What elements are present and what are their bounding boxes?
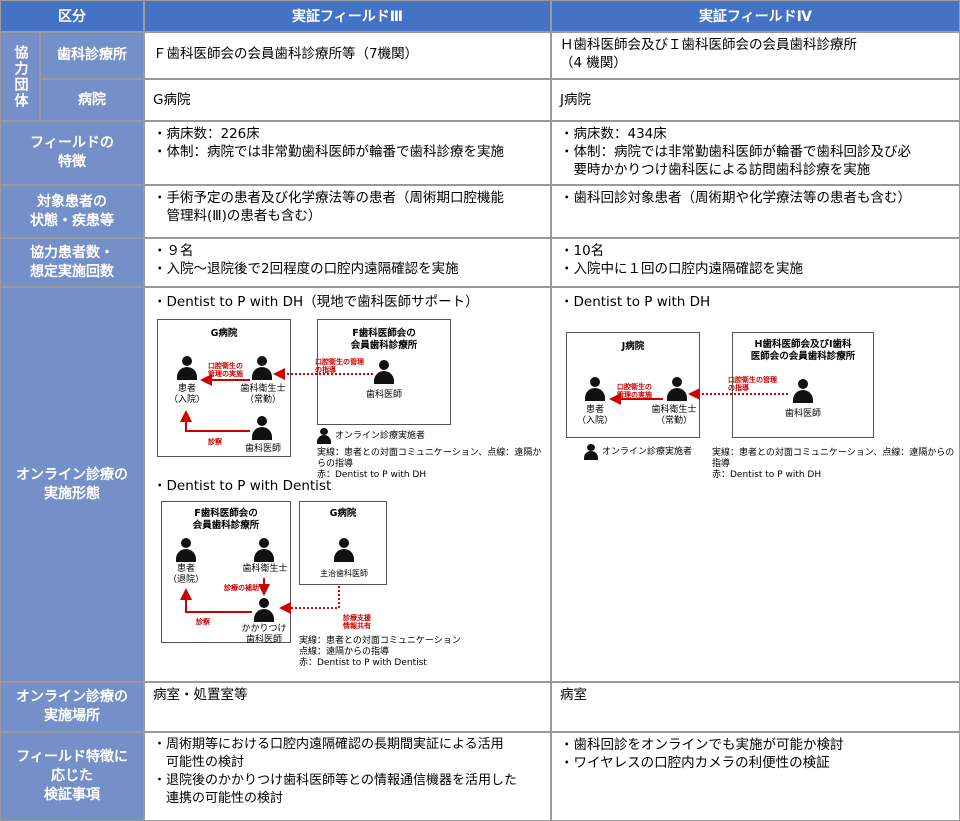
diagram2-arrow-assist-label: 診療の補助 — [224, 584, 259, 592]
diagram2-assoc-title: F歯科医師会の 会員歯科診療所 — [192, 508, 260, 531]
row-label-place: オンライン診療の 実施場所 — [1, 683, 143, 731]
diagram3-arrow-practice-label: 口腔衛生の 管理の実施 — [617, 383, 652, 399]
group-label-partners: 協力団体 — [1, 33, 39, 120]
diagram1-legend-person-icon — [317, 428, 331, 444]
diagram3-legend-person: オンライン診療実施者 — [602, 447, 693, 457]
cell-counts-f4: ・10名 ・入院中に１回の口腔内遠隔確認を実施 — [552, 239, 959, 286]
diagram3-arrows-outer — [688, 388, 788, 400]
diagram3-legend-lines: 実線：患者との対面コミュニケーション、点線：遠隔からの指導 赤：Dentist … — [712, 448, 955, 480]
diagram2-hospital-box: G病院 主治歯科医師 — [299, 501, 387, 585]
cell-features-f3: ・病床数：226床 ・体制：病院では非常勤歯科医師が輪番で歯科診療を実施 — [145, 122, 550, 184]
diagram1-arrow-practice-label: 口腔衛生の 管理の実施 — [208, 362, 243, 378]
diagram2-main-dentist-icon — [334, 538, 354, 562]
cell-online-form-f3: ・Dentist to P with DH（現地で歯科医師サポート） G病院 患… — [145, 288, 550, 681]
diagram3-remote-dentist-icon — [793, 379, 813, 403]
diagram3-patient-icon — [585, 377, 605, 401]
cell-dental-clinic-f3: Ｆ歯科医師会の会員歯科診療所等（7機関） — [145, 33, 550, 78]
cell-hospital-f3: G病院 — [145, 80, 550, 120]
diagram1-patient-icon — [177, 356, 197, 380]
diagram3-hygienist-icon — [667, 377, 687, 401]
diagram1-patient-label: 患者 （入院） — [168, 384, 205, 405]
diagram2-family-dentist-icon — [254, 598, 274, 622]
cell-place-f3: 病室・処置室等 — [145, 683, 550, 731]
diagram3-legend-person-icon — [584, 444, 598, 460]
diagram1-arrows-inner — [180, 374, 250, 432]
diagram2-assoc-box: F歯科医師会の 会員歯科診療所 患者 （退院） 歯科衛生士 かかりつけ 歯科医師… — [161, 501, 291, 645]
diagram1-legend-person: オンライン診療実施者 — [335, 431, 426, 441]
diagram2-title: ・Dentist to P with Dentist — [153, 478, 332, 494]
cell-hospital-f4: J病院 — [552, 80, 959, 120]
diagram1-remote-dentist-label: 歯科医師 — [365, 390, 402, 400]
diagram3-remote-dentist-label: 歯科医師 — [784, 409, 821, 419]
cell-patients-f3: ・手術予定の患者及び化学療法等の患者（周術期口腔機能 管理料(Ⅲ)の患者も含む） — [145, 186, 550, 237]
diagram1-arrows-outer — [273, 368, 373, 380]
diagram1-legend-lines: 実線：患者との対面コミュニケーション、点線：遠隔からの指導 赤：Dentist … — [317, 448, 542, 480]
header-field3: 実証フィールドⅢ — [145, 1, 550, 31]
diagram1-title: ・Dentist to P with DH（現地で歯科医師サポート） — [153, 294, 479, 310]
cell-dental-clinic-f4: Ｈ歯科医師会及びＩ歯科医師会の会員歯科診療所 （4 機関） — [552, 33, 959, 78]
row-label-counts: 協力患者数・ 想定実施回数 — [1, 239, 143, 286]
diagram2-arrows-outer — [279, 586, 340, 614]
diagram2-hygienist-label: 歯科衛生士 — [242, 564, 288, 574]
diagram1-dentist-label: 歯科医師 — [244, 444, 281, 454]
diagram1-assoc-title: F歯科医師会の 会員歯科診療所 — [350, 328, 418, 351]
diagram1-remote-dentist-icon — [374, 360, 394, 384]
diagram1-hospital-title: G病院 — [210, 328, 238, 339]
diagram3-hospital-title: J病院 — [621, 341, 645, 352]
diagram1-assoc-box: F歯科医師会の 会員歯科診療所 歯科医師 — [317, 319, 451, 425]
diagram2-patient-label: 患者 （退院） — [167, 564, 204, 585]
cell-verification-f4: ・歯科回診をオンラインでも実施が可能か検討 ・ワイヤレスの口腔内カメラの利便性の… — [552, 733, 959, 820]
header-category: 区分 — [1, 1, 143, 31]
diagram3-patient-label: 患者 （入院） — [576, 405, 613, 426]
row-label-verification: フィールド特徴に 応じた 検証事項 — [1, 733, 143, 820]
diagram3-hygienist-label: 歯科衛生士 （常勤） — [651, 405, 697, 426]
row-label-patients: 対象患者の 状態・疾患等 — [1, 186, 143, 237]
cell-place-f4: 病室 — [552, 683, 959, 731]
diagram2-main-dentist-label: 主治歯科医師 — [320, 569, 368, 578]
header-field4: 実証フィールドⅣ — [552, 1, 959, 31]
cell-online-form-f4: ・Dentist to P with DH J病院 患者 （入院） 歯科衛生士 … — [552, 288, 959, 681]
diagram3-arrow-guidance-label: 口腔衛生の管理 の指導 — [728, 376, 777, 392]
diagram2-hospital-title: G病院 — [329, 508, 357, 519]
diagram2-patient-icon — [176, 538, 196, 562]
diagram2-family-dentist-label: かかりつけ 歯科医師 — [241, 624, 287, 645]
diagram1-arrow-exam-label: 診察 — [208, 438, 222, 446]
diagram3-arrows-inner — [609, 393, 663, 405]
cell-patients-f4: ・歯科回診対象患者（周術期や化学療法等の患者も含む） — [552, 186, 959, 237]
diagram2-legend: 実線：患者との対面コミュニケーション 点線：遠隔からの指導 赤：Dentist … — [299, 636, 461, 668]
diagram1-arrow-guidance-label: 口腔衛生の管理 の指導 — [315, 358, 364, 374]
diagram2-arrow-exam-label: 診察 — [196, 618, 210, 626]
diagram1-hygienist-icon — [252, 356, 272, 380]
diagram3-hospital-box: J病院 患者 （入院） 歯科衛生士 （常勤） 口腔衛生の 管理の実施 — [566, 332, 700, 438]
row-label-dental-clinic: 歯科診療所 — [41, 33, 143, 78]
diagram3-title: ・Dentist to P with DH — [560, 294, 711, 310]
diagram1-hospital-box: G病院 患者 （入院） 歯科衛生士 （常勤） 歯科医師 口腔衛生の 管理の実施 … — [157, 319, 291, 457]
diagram2-arrows-inner — [180, 578, 270, 613]
cell-verification-f3: ・周術期等における口腔内遠隔確認の長期間実証による活用 可能性の検討 ・退院後の… — [145, 733, 550, 820]
cell-counts-f3: ・９名 ・入院～退院後で2回程度の口腔内遠隔確認を実施 — [145, 239, 550, 286]
row-label-features: フィールドの 特徴 — [1, 122, 143, 184]
diagram1-hygienist-label: 歯科衛生士 （常勤） — [240, 384, 286, 405]
diagram3-assoc-box: H歯科医師会及びI歯科 医師会の会員歯科診療所 歯科医師 — [732, 332, 874, 438]
diagram3-assoc-title: H歯科医師会及びI歯科 医師会の会員歯科診療所 — [750, 339, 856, 362]
diagram2-hygienist-icon — [254, 538, 274, 562]
cell-features-f4: ・病床数：434床 ・体制：病院では非常勤歯科医師が輪番で歯科回診及び必 要時か… — [552, 122, 959, 184]
row-label-hospital: 病院 — [41, 80, 143, 120]
diagram2-arrow-support-label: 診療支援 情報共有 — [343, 614, 371, 630]
diagram1-dentist-icon — [252, 416, 272, 440]
row-label-online-form: オンライン診療の 実施形態 — [1, 288, 143, 681]
